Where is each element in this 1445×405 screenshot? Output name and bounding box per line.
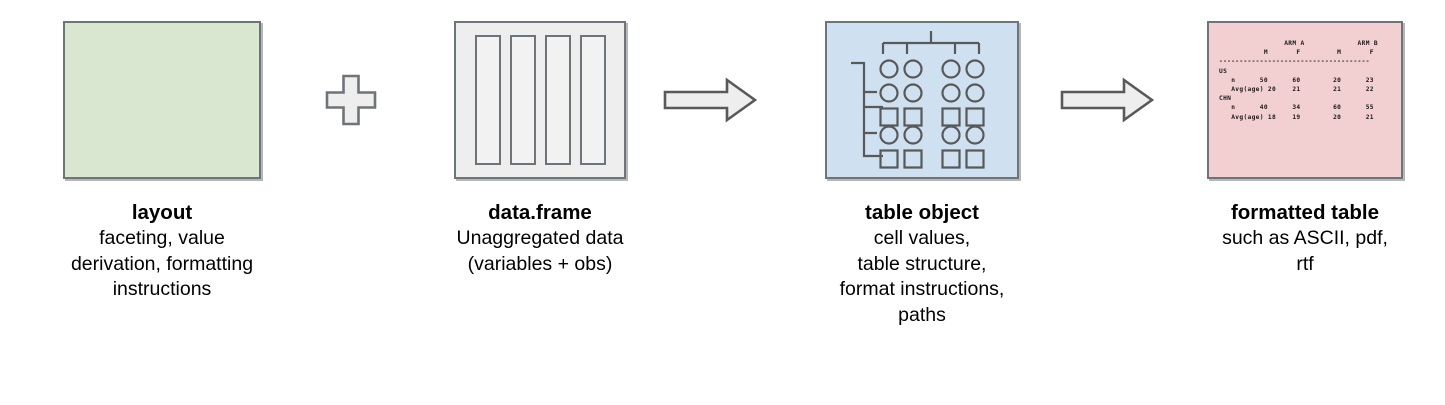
table-object-panel-slot [772,0,1072,200]
formatted-table-panel: ARM A ARM B M F M F --------------------… [1207,21,1403,179]
stage-data-frame: data.frame Unaggregated data (variables … [390,0,690,277]
layout-caption-title: layout [131,201,193,224]
connector-plus [312,0,390,200]
data-frame-caption-description: Unaggregated data (variables + obs) [456,227,624,275]
data-frame-column [579,35,606,165]
data-frame-panel-slot [390,0,690,200]
table-object-caption-description: cell values, table structure, format ins… [839,227,1005,326]
data-frame-panel [454,21,626,179]
data-frame-column [544,35,571,165]
table-structure-illustration [851,31,985,169]
stage-layout: layout faceting, value derivation, forma… [12,0,312,303]
formatted-table-caption: formatted table such as ASCII, pdf, rtf [1155,200,1445,277]
layout-caption-description: faceting, value derivation, formatting i… [70,227,254,300]
connector-arrow-1 [645,0,775,200]
formatted-table-panel-slot: ARM A ARM B M F M F --------------------… [1155,0,1445,200]
right-arrow-icon [1060,77,1154,123]
plus-icon [325,74,377,126]
formatted-table-caption-description: such as ASCII, pdf, rtf [1222,227,1388,275]
data-frame-column [474,35,501,165]
ascii-table-text: ARM A ARM B M F M F --------------------… [1219,40,1378,121]
table-object-caption: table object cell values, table structur… [772,200,1072,328]
connector-arrow-2 [1042,0,1172,200]
data-frame-column [509,35,536,165]
layout-caption: layout faceting, value derivation, forma… [12,200,312,303]
right-arrow-icon [663,77,757,123]
data-frame-caption-title: data.frame [488,201,592,224]
data-frame-caption: data.frame Unaggregated data (variables … [390,200,690,277]
table-object-panel [825,21,1019,179]
stage-formatted-table: ARM A ARM B M F M F --------------------… [1155,0,1445,277]
stage-table-object: table object cell values, table structur… [772,0,1072,328]
layout-panel [63,21,261,179]
formatted-table-caption-title: formatted table [1230,201,1380,224]
table-object-caption-title: table object [865,201,979,224]
layout-panel-slot [12,0,312,200]
